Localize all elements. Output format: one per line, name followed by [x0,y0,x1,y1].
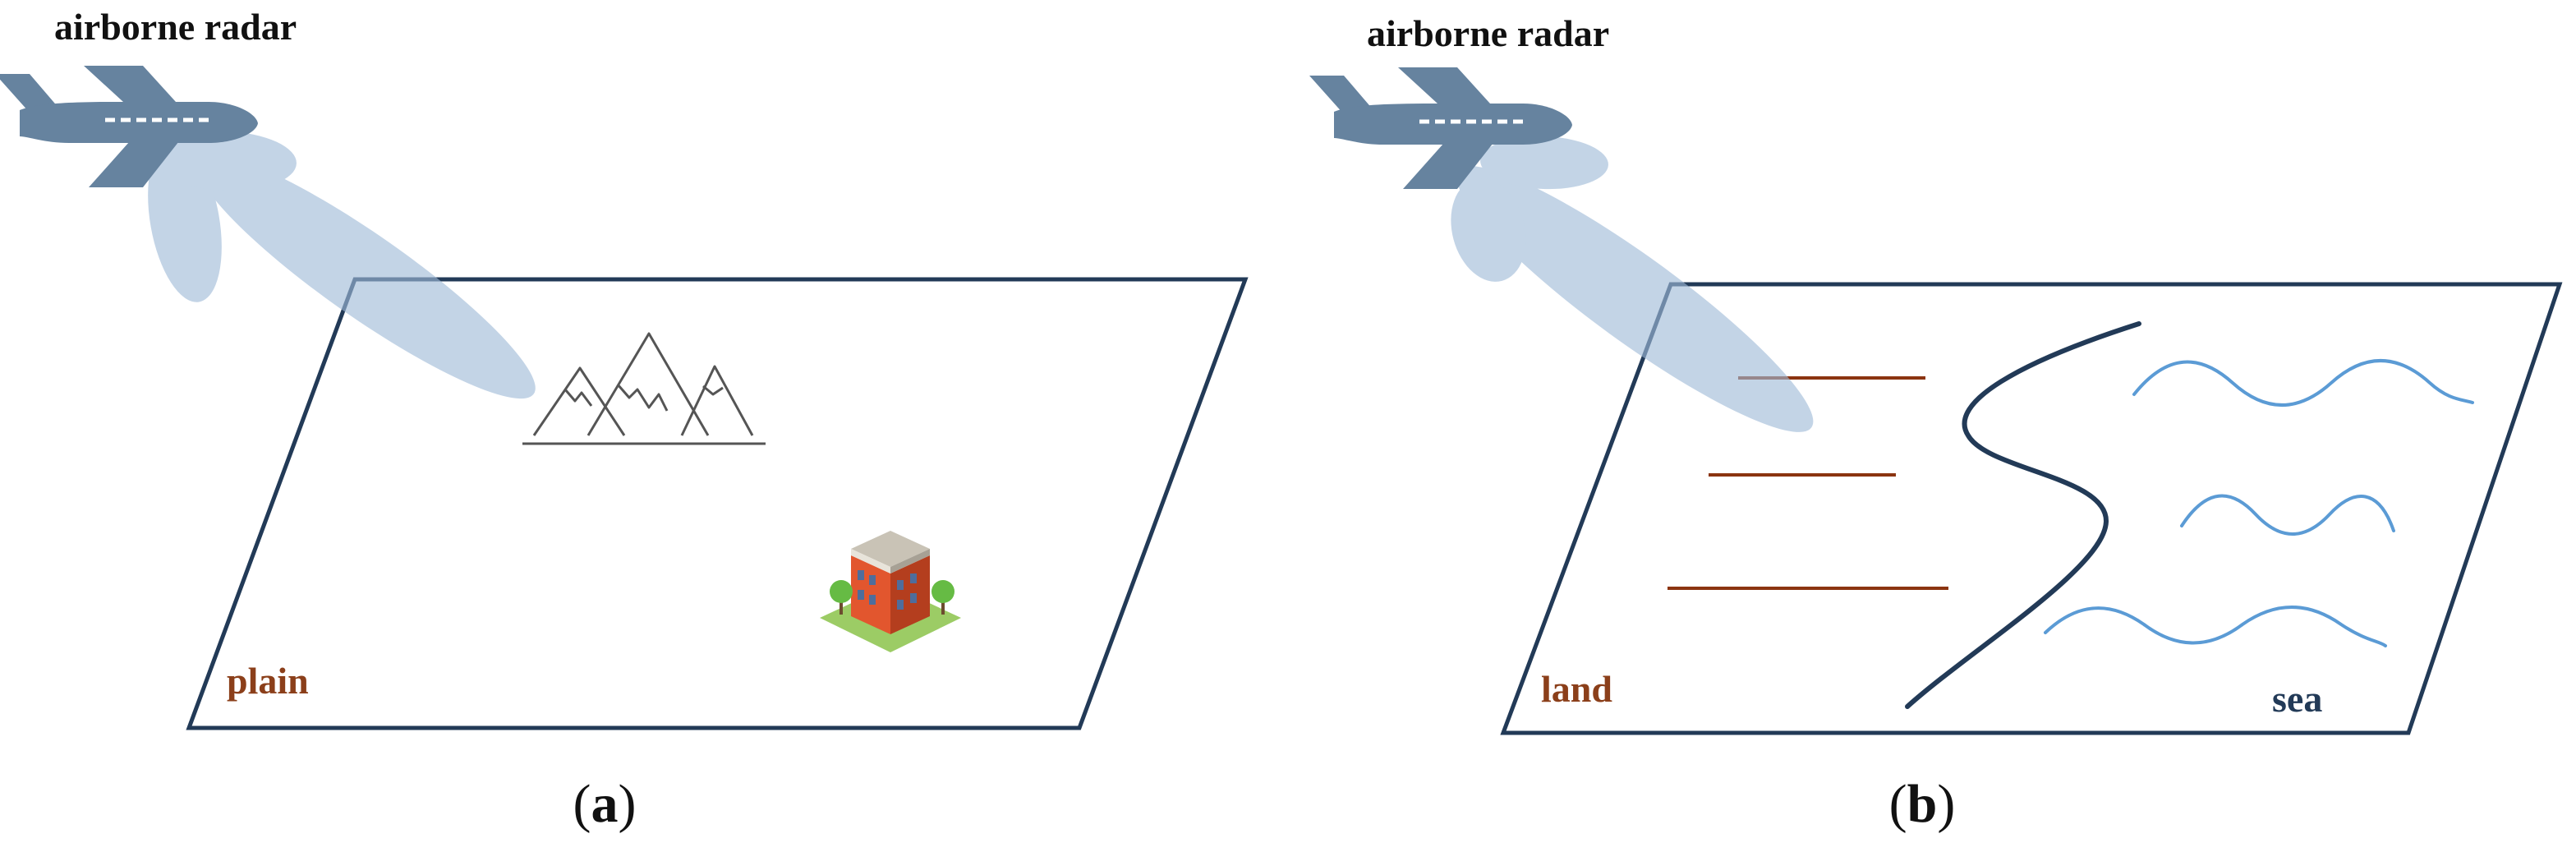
mountain-icon [522,332,766,445]
caption-b: (b) [1889,774,1956,834]
sea-waves [2044,359,2474,647]
airborne-radar-label: airborne radar [54,6,297,48]
land-label: land [1541,668,1612,710]
plain-label: plain [227,660,309,702]
caption-b-open: ( [1889,774,1907,834]
radar-beam [148,131,536,399]
radar-beam [1451,136,1814,432]
caption-a-letter: a [591,774,619,834]
scene-frame [186,277,1249,730]
caption-b-close: ) [1937,774,1955,834]
airborne-radar-label: airborne radar [1367,12,1609,54]
building-icon [820,531,961,652]
caption-b-letter: b [1907,774,1938,834]
caption-a: (a) [573,774,637,834]
caption-a-close: ) [619,774,637,834]
caption-a-open: ( [573,774,591,834]
panel-a: airborne radar [0,6,1249,834]
airplane-icon [1309,67,1572,189]
sea-label: sea [2272,678,2322,720]
panel-b: airborne radar land sea [1309,12,2563,834]
scene-frame [1500,282,2563,735]
coastline [1905,321,2141,709]
airplane-icon [0,66,258,187]
